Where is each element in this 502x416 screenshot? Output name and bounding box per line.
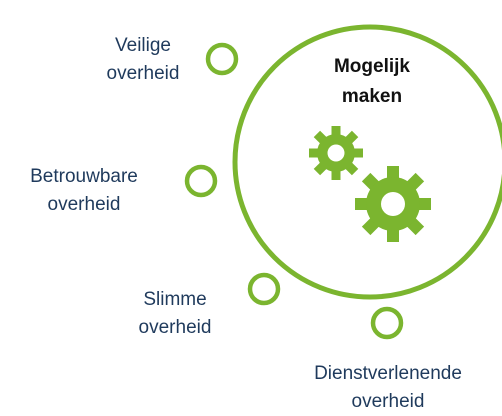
label-slimme-line1: Slimme (143, 289, 207, 310)
label-veilige-overheid: Veilige overheid (88, 32, 198, 88)
label-betrouwbare-line1: Betrouwbare (30, 166, 138, 187)
gear-large-icon (355, 166, 431, 242)
label-veilige-line1: Veilige (115, 35, 171, 56)
label-betrouwbare-line2: overheid (47, 194, 121, 215)
main-circle (232, 24, 502, 300)
label-dienstverlenende-line2: overheid (351, 391, 425, 412)
node-ring-veilige (205, 42, 239, 76)
label-betrouwbare-overheid: Betrouwbare overheid (4, 163, 164, 219)
node-ring-betrouwbare (184, 164, 218, 198)
label-veilige-line2: overheid (106, 63, 180, 84)
label-dienstverlenende-line1: Dienstverlenende (314, 363, 462, 384)
label-slimme-overheid: Slimme overheid (120, 286, 230, 342)
center-title-line1: Mogelijk (333, 56, 410, 77)
gear-small-icon (309, 126, 363, 180)
label-dienstverlenende-overheid: Dienstverlenende overheid (298, 360, 478, 416)
label-slimme-line2: overheid (138, 317, 212, 338)
node-ring-dienstverlenende (370, 306, 404, 340)
center-title: Mogelijk maken (312, 52, 432, 112)
node-ring-slimme (247, 272, 281, 306)
center-title-line2: maken (341, 86, 403, 107)
